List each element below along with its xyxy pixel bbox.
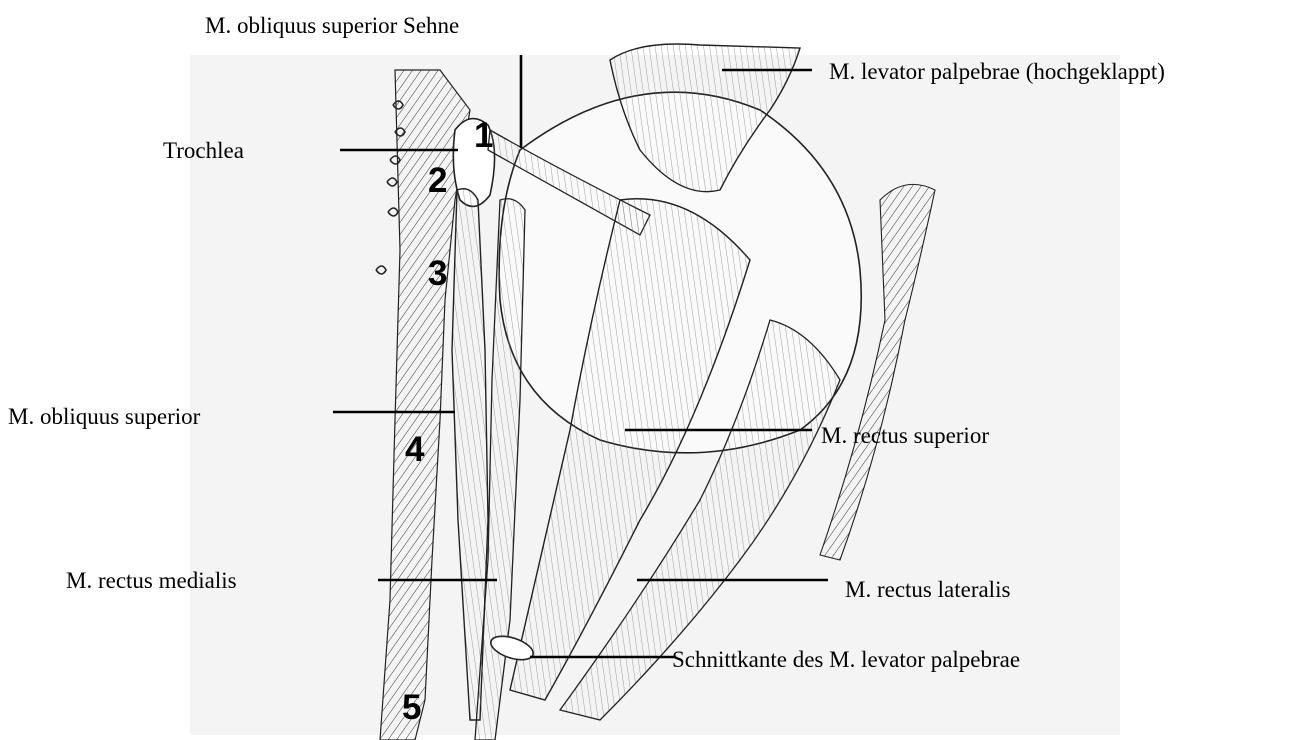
label-obliquus-tendon: M. obliquus superior Sehne — [205, 14, 459, 37]
label-trochlea: Trochlea — [163, 139, 244, 162]
number-4: 4 — [405, 432, 424, 467]
number-3: 3 — [428, 256, 447, 291]
number-2: 2 — [428, 163, 447, 198]
label-levator-palpebrae: M. levator palpebrae (hochgeklappt) — [829, 60, 1165, 83]
label-rectus-lateralis: M. rectus lateralis — [845, 578, 1010, 601]
label-rectus-superior: M. rectus superior — [821, 424, 989, 447]
label-levator-cut-edge: Schnittkante des M. levator palpebrae — [672, 648, 1020, 671]
label-obliquus-superior: M. obliquus superior — [8, 405, 200, 428]
number-5: 5 — [402, 690, 421, 725]
number-1: 1 — [474, 118, 493, 153]
label-rectus-medialis: M. rectus medialis — [66, 569, 237, 592]
